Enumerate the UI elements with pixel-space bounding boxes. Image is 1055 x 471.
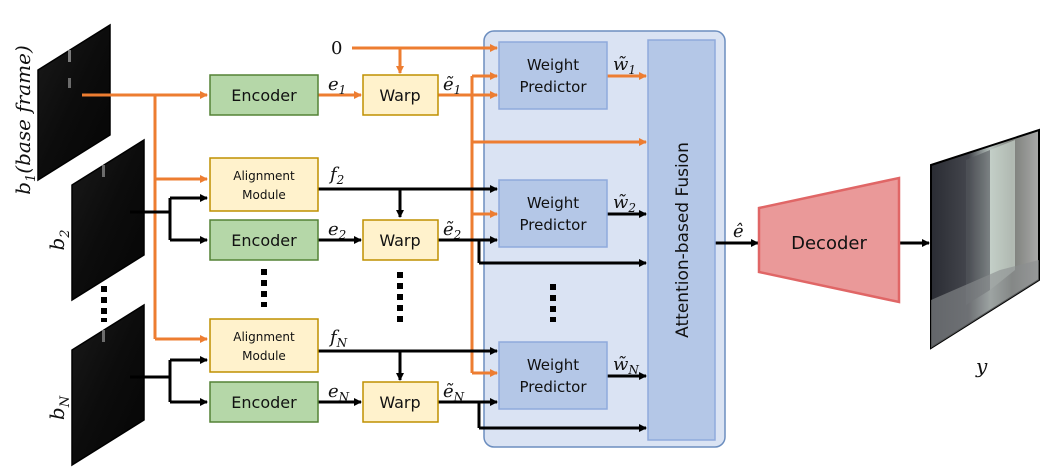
- warp-N: Warp: [362, 381, 439, 423]
- svg-text:Alignment: Alignment: [233, 330, 295, 344]
- svg-text:Predictor: Predictor: [519, 78, 587, 96]
- label-fN: fN: [328, 327, 348, 350]
- svg-text:Attention-based Fusion: Attention-based Fusion: [673, 142, 693, 338]
- svg-text:Decoder: Decoder: [791, 233, 867, 254]
- label-e-tilde-2: ẽ2: [443, 219, 461, 242]
- input-image-b1: [37, 23, 111, 182]
- ellipsis-weight-predictors: [550, 284, 556, 322]
- label-e-tilde-N: ẽN: [443, 381, 465, 404]
- svg-text:Predictor: Predictor: [519, 378, 587, 396]
- weight-predictor-N: Weight Predictor: [498, 341, 608, 410]
- label-zero: 0: [331, 38, 342, 59]
- label-e1: e1: [328, 74, 346, 97]
- label-eN: eN: [328, 381, 350, 404]
- input-image-b2: [71, 138, 145, 302]
- svg-text:Weight: Weight: [527, 356, 579, 374]
- warp-2: Warp: [362, 219, 439, 261]
- svg-text:Encoder: Encoder: [231, 393, 297, 412]
- ellipsis-inputs: [101, 286, 107, 322]
- label-bN: bN: [45, 395, 73, 420]
- encoder-1: Encoder: [209, 74, 319, 116]
- input-image-bN: [71, 303, 145, 467]
- output-image-y: [930, 128, 1040, 350]
- svg-text:Weight: Weight: [527, 56, 579, 74]
- label-e2: e2: [328, 219, 346, 242]
- svg-text:Warp: Warp: [379, 393, 420, 412]
- decoder: Decoder: [757, 176, 901, 304]
- attention-fusion: Attention-based Fusion: [647, 39, 716, 441]
- svg-text:Predictor: Predictor: [519, 216, 587, 234]
- label-f2: f2: [328, 164, 344, 187]
- svg-text:Weight: Weight: [527, 194, 579, 212]
- svg-text:Alignment: Alignment: [233, 169, 295, 183]
- ellipsis-warps: [397, 272, 403, 322]
- svg-text:Module: Module: [242, 188, 286, 202]
- label-w1: w̃1: [613, 54, 636, 77]
- label-e-hat: ê: [733, 221, 744, 242]
- encoder-N: Encoder: [209, 381, 319, 423]
- svg-text:Module: Module: [242, 349, 286, 363]
- label-wN: w̃N: [613, 354, 639, 377]
- label-w2: w̃2: [613, 192, 636, 215]
- label-e-tilde-1: ẽ1: [443, 74, 461, 97]
- weight-predictor-1: Weight Predictor: [498, 41, 608, 110]
- alignment-module-2: Alignment Module: [209, 157, 319, 212]
- svg-text:Encoder: Encoder: [231, 231, 297, 250]
- svg-text:Encoder: Encoder: [231, 86, 297, 105]
- weight-predictor-2: Weight Predictor: [498, 179, 608, 248]
- warp-1: Warp: [362, 74, 439, 116]
- base-frame-paths: [82, 44, 647, 377]
- label-b2: b2: [45, 229, 73, 250]
- alignment-module-N: Alignment Module: [209, 318, 319, 373]
- svg-text:Warp: Warp: [379, 231, 420, 250]
- encoder-2: Encoder: [209, 219, 319, 261]
- label-y: y: [975, 354, 988, 378]
- support-frame-paths: [130, 185, 930, 432]
- ellipsis-encoders: [261, 269, 267, 307]
- svg-text:Warp: Warp: [379, 86, 420, 105]
- label-b1: b1(base frame): [11, 45, 39, 195]
